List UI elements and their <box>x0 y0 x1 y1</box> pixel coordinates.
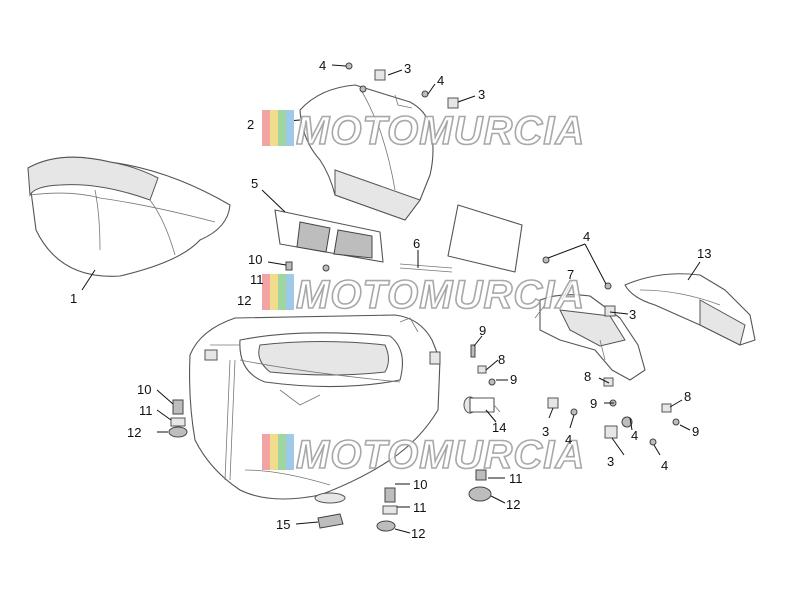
callout-2: 2 <box>247 117 254 132</box>
callout-14: 14 <box>492 420 506 435</box>
callout-4: 4 <box>565 432 572 447</box>
part-inner-upper-cover <box>299 84 434 221</box>
watermark-stripe <box>270 110 278 146</box>
callout-12: 12 <box>506 497 520 512</box>
callout-8: 8 <box>684 389 691 404</box>
part-inner-legshield <box>189 314 441 504</box>
callout-3: 3 <box>478 87 485 102</box>
callout-4: 4 <box>631 428 638 443</box>
watermark-stripe <box>286 274 294 310</box>
watermark-logo-text: MOTOMURCIA <box>296 109 585 153</box>
hardware-fasteners <box>168 62 680 532</box>
watermark-top: MOTOMURCIA <box>262 108 585 154</box>
watermark-logo-text: MOTOMURCIA <box>296 273 585 317</box>
leader-lines <box>81 64 701 534</box>
watermark-logo-text: MOTOMURCIA <box>296 433 585 477</box>
callout-8: 8 <box>584 369 591 384</box>
callout-11: 11 <box>509 471 523 486</box>
watermark-stripe <box>278 434 286 470</box>
callout-9: 9 <box>510 372 517 387</box>
callout-10: 10 <box>413 477 427 492</box>
watermark-middle: MOTOMURCIA <box>262 272 585 318</box>
callout-12: 12 <box>127 425 141 440</box>
watermark-stripe <box>270 434 278 470</box>
part-bracket <box>534 294 646 381</box>
callout-11: 11 <box>250 272 264 287</box>
callout-15: 15 <box>276 517 290 532</box>
watermark-stripe <box>262 274 270 310</box>
callout-4: 4 <box>661 458 668 473</box>
callout-13: 13 <box>697 246 711 261</box>
callout-3: 3 <box>629 307 636 322</box>
callout-9: 9 <box>692 424 699 439</box>
watermark-stripe <box>270 274 278 310</box>
callout-8: 8 <box>498 352 505 367</box>
part-side-cover <box>624 273 756 346</box>
watermark-stripe <box>286 434 294 470</box>
part-front-shield <box>27 156 231 277</box>
callout-labels: 1 2 4 3 4 3 5 6 4 7 13 3 10 11 12 9 8 9 … <box>70 58 711 541</box>
callout-4: 4 <box>319 58 326 73</box>
callout-10: 10 <box>248 252 262 267</box>
callout-1: 1 <box>70 291 77 306</box>
watermark-stripe <box>262 110 270 146</box>
watermark-stripe <box>278 110 286 146</box>
callout-3: 3 <box>542 424 549 439</box>
watermark-bottom: MOTOMURCIA <box>262 432 585 478</box>
part-power-socket <box>463 396 501 414</box>
callout-4: 4 <box>583 229 590 244</box>
callout-9: 9 <box>479 323 486 338</box>
watermark-stripe <box>262 434 270 470</box>
part-grommet <box>317 513 344 529</box>
callout-11: 11 <box>139 403 153 418</box>
callout-5: 5 <box>251 176 258 191</box>
watermark-stripe <box>286 110 294 146</box>
callout-12: 12 <box>237 293 251 308</box>
callout-6: 6 <box>413 236 420 251</box>
watermark-stripe <box>278 274 286 310</box>
callout-9: 9 <box>590 396 597 411</box>
callout-3: 3 <box>607 454 614 469</box>
callout-3: 3 <box>404 61 411 76</box>
callout-12: 12 <box>411 526 425 541</box>
callout-10: 10 <box>137 382 151 397</box>
part-label-plate <box>399 204 523 273</box>
callout-7: 7 <box>567 267 574 282</box>
callout-11: 11 <box>413 500 427 515</box>
part-vent-grille <box>274 209 384 263</box>
callout-4: 4 <box>437 73 444 88</box>
